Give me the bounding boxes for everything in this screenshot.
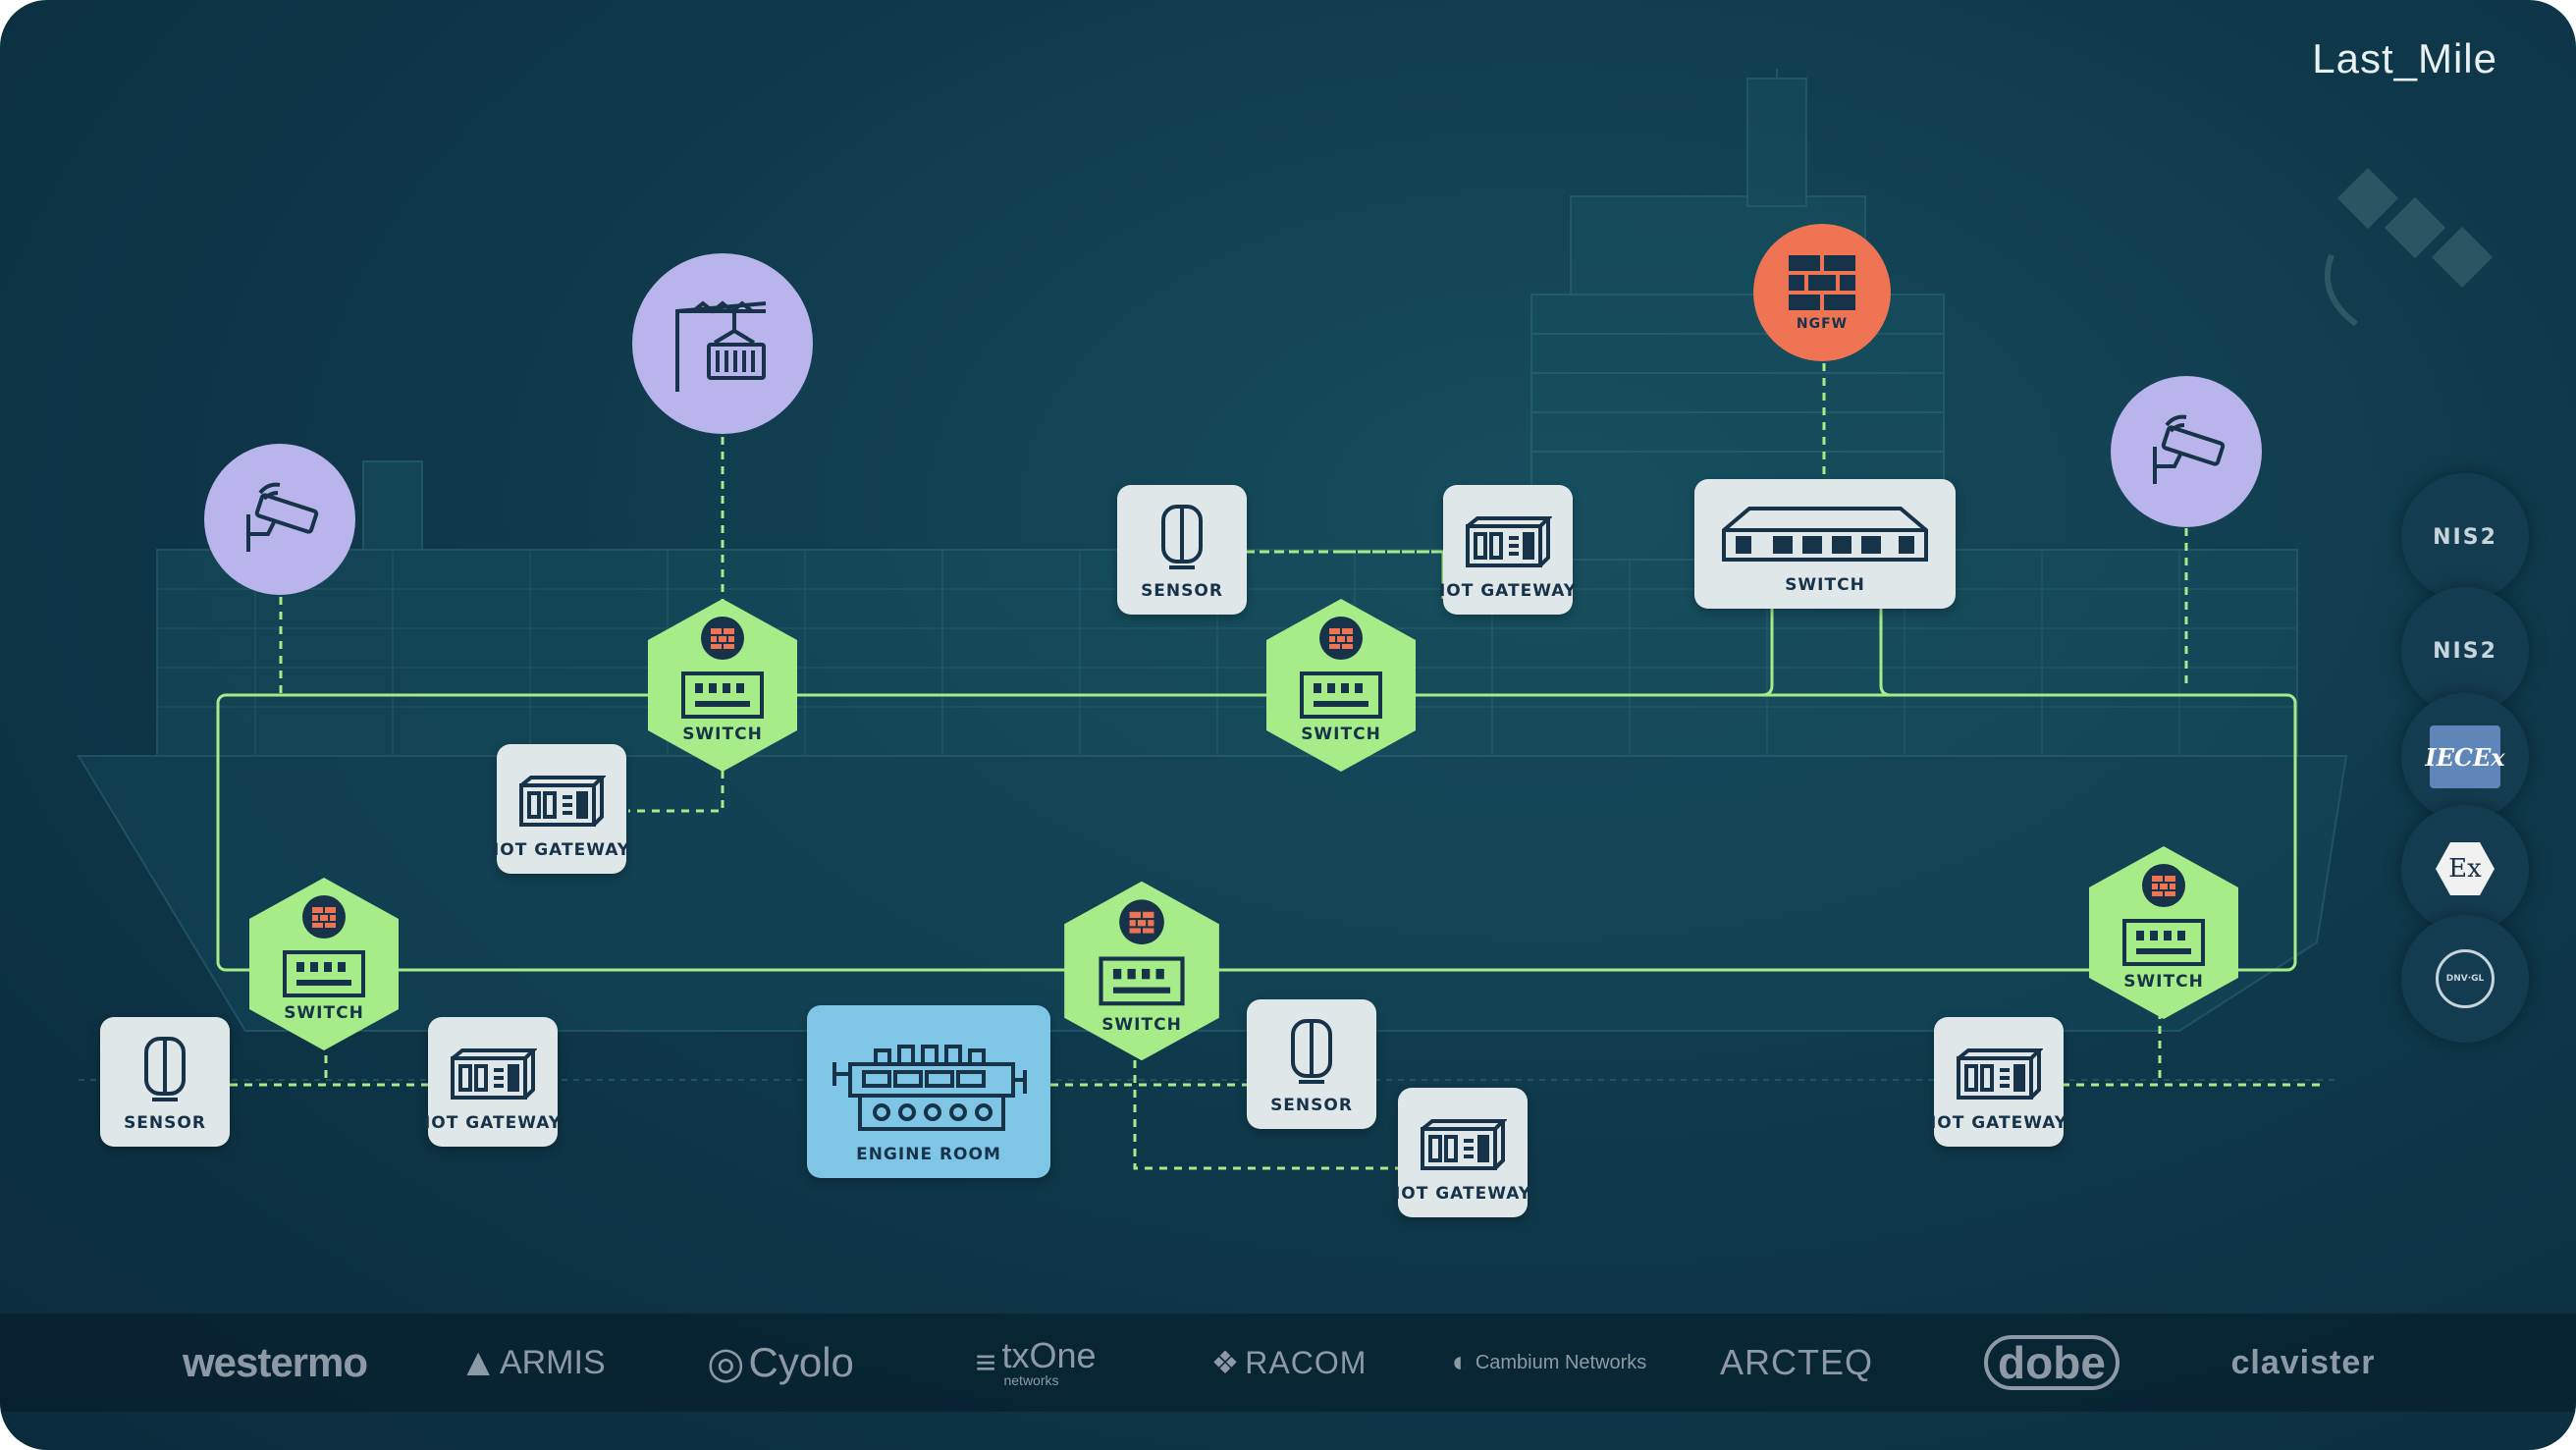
gateway-icon: [451, 1048, 537, 1100]
logo-dobe: dobe: [1983, 1335, 2120, 1390]
sensor-label: SENSOR: [124, 1113, 206, 1133]
switch-label: SWITCH: [284, 1003, 364, 1023]
iot-gateway-card-right[interactable]: IOT GATEWAY: [1930, 1017, 2066, 1147]
nis2-label: NIS2: [2433, 638, 2497, 664]
racom-icon: ❖: [1210, 1345, 1240, 1380]
nis2-label: NIS2: [2433, 524, 2497, 550]
switch-icon: [648, 599, 797, 772]
cambium-icon: ◐: [1451, 1346, 1470, 1378]
logo-clavister: clavister: [2195, 1335, 2411, 1390]
cctv-camera-node-2[interactable]: [2111, 376, 2262, 527]
ex-badge[interactable]: Ex: [2401, 805, 2529, 933]
gateway-icon: [1421, 1119, 1507, 1170]
txone-subtext: networks: [1003, 1372, 1059, 1388]
camera-icon: [2153, 414, 2226, 484]
iot-gateway-label: IOT GATEWAY: [1393, 1184, 1532, 1204]
core-switch-card[interactable]: SWITCH: [1694, 479, 1956, 609]
iot-gateway-label: IOT GATEWAY: [492, 840, 631, 860]
switch-label: SWITCH: [1785, 575, 1865, 595]
cctv-camera-node[interactable]: [204, 444, 355, 595]
logo-racom: ❖ RACOM: [1186, 1335, 1392, 1390]
sensor-card-left[interactable]: SENSOR: [100, 1017, 230, 1147]
dnv-label: DNV·GL: [2445, 974, 2485, 984]
ex-icon: Ex: [2436, 842, 2495, 895]
logo-cyolo: ◎ Cyolo: [687, 1335, 874, 1390]
sensor-card-bottom[interactable]: SENSOR: [1247, 999, 1376, 1129]
ex-label: Ex: [2448, 854, 2482, 884]
sensor-card-top[interactable]: SENSOR: [1117, 485, 1247, 615]
cyolo-text: Cyolo: [748, 1339, 854, 1385]
dnv-icon: DNV·GL: [2436, 949, 2495, 1008]
armis-icon: ▲: [458, 1340, 498, 1384]
crane-icon: [675, 300, 767, 392]
nis2-badge[interactable]: NIS2: [2401, 473, 2529, 601]
ngfw-node[interactable]: NGFW: [1753, 224, 1891, 361]
iot-gateway-card-left[interactable]: IOT GATEWAY: [493, 744, 629, 874]
racom-text: RACOM: [1245, 1344, 1368, 1380]
sensor-icon: [144, 1037, 186, 1101]
iot-gateway-label: IOT GATEWAY: [1929, 1113, 2068, 1133]
logo-cambium: ◐ Cambium Networks: [1433, 1335, 1665, 1390]
engine-room-card[interactable]: ENGINE ROOM: [807, 1005, 1050, 1178]
iecex-icon: IECEx: [2425, 725, 2505, 788]
partner-bar: [0, 1314, 2576, 1412]
dobe-text: dobe: [1984, 1335, 2120, 1390]
switch-icon: [1722, 507, 1928, 562]
logo-westermo: westermo: [167, 1335, 383, 1390]
iot-gateway-label: IOT GATEWAY: [1438, 581, 1578, 601]
switch-icon: [2089, 846, 2238, 1019]
clavister-text: clavister: [2230, 1343, 2376, 1381]
sensor-label: SENSOR: [1270, 1096, 1353, 1115]
brand-logo: Last_Mile: [2312, 35, 2497, 81]
camera-icon: [246, 482, 319, 552]
iecex-label: IECEx: [2425, 742, 2505, 772]
logo-armis: ▲ ARMIS: [454, 1335, 611, 1390]
satellite-icon: [2324, 167, 2494, 327]
switch-icon: [1064, 881, 1219, 1061]
logo-txone: ≡ txOne networks: [952, 1335, 1119, 1390]
arcteq-text: ARCTEQ: [1719, 1342, 1873, 1382]
logo-arcteq: ARCTEQ: [1708, 1335, 1885, 1390]
firewall-icon: [1789, 255, 1855, 310]
iot-gateway-card-top[interactable]: IOT GATEWAY: [1439, 485, 1576, 615]
engine-room-label: ENGINE ROOM: [856, 1145, 1001, 1164]
hex-switch-4[interactable]: SWITCH: [1060, 878, 1223, 1064]
cyolo-icon: ◎: [707, 1338, 745, 1387]
switch-icon: [249, 878, 399, 1050]
iot-gateway-card-bottom-left[interactable]: IOT GATEWAY: [424, 1017, 561, 1147]
dnv-badge[interactable]: DNV·GL: [2401, 915, 2529, 1043]
switch-icon: [1266, 599, 1416, 772]
hex-switch-1[interactable]: SWITCH: [644, 597, 801, 774]
cambium-text: Cambium Networks: [1475, 1351, 1647, 1373]
sensor-label: SENSOR: [1141, 581, 1223, 601]
network-ring: [216, 609, 2297, 972]
switch-label: SWITCH: [1301, 725, 1381, 744]
engine-icon: [832, 1045, 1027, 1131]
gateway-icon: [1466, 516, 1552, 567]
gateway-icon: [519, 776, 606, 827]
switch-label: SWITCH: [1101, 1015, 1182, 1035]
iot-gateway-label: IOT GATEWAY: [423, 1113, 563, 1133]
iecex-badge[interactable]: IECEx: [2401, 693, 2529, 821]
iot-gateway-card-bottom[interactable]: IOT GATEWAY: [1394, 1088, 1530, 1217]
switch-label: SWITCH: [2123, 972, 2204, 992]
sensor-icon: [1161, 505, 1203, 569]
gateway-icon: [1957, 1048, 2043, 1100]
hex-switch-2[interactable]: SWITCH: [1262, 597, 1420, 774]
hex-switch-5[interactable]: SWITCH: [2085, 844, 2242, 1021]
txone-icon: ≡: [975, 1342, 996, 1382]
westermo-text: westermo: [182, 1339, 368, 1385]
ngfw-label: NGFW: [1796, 316, 1849, 332]
crane-node[interactable]: [632, 253, 813, 434]
txone-text: txOne: [1001, 1335, 1097, 1375]
sensor-icon: [1291, 1019, 1332, 1084]
hex-switch-3[interactable]: SWITCH: [245, 876, 402, 1052]
switch-label: SWITCH: [682, 725, 763, 744]
armis-text: ARMIS: [499, 1343, 606, 1381]
